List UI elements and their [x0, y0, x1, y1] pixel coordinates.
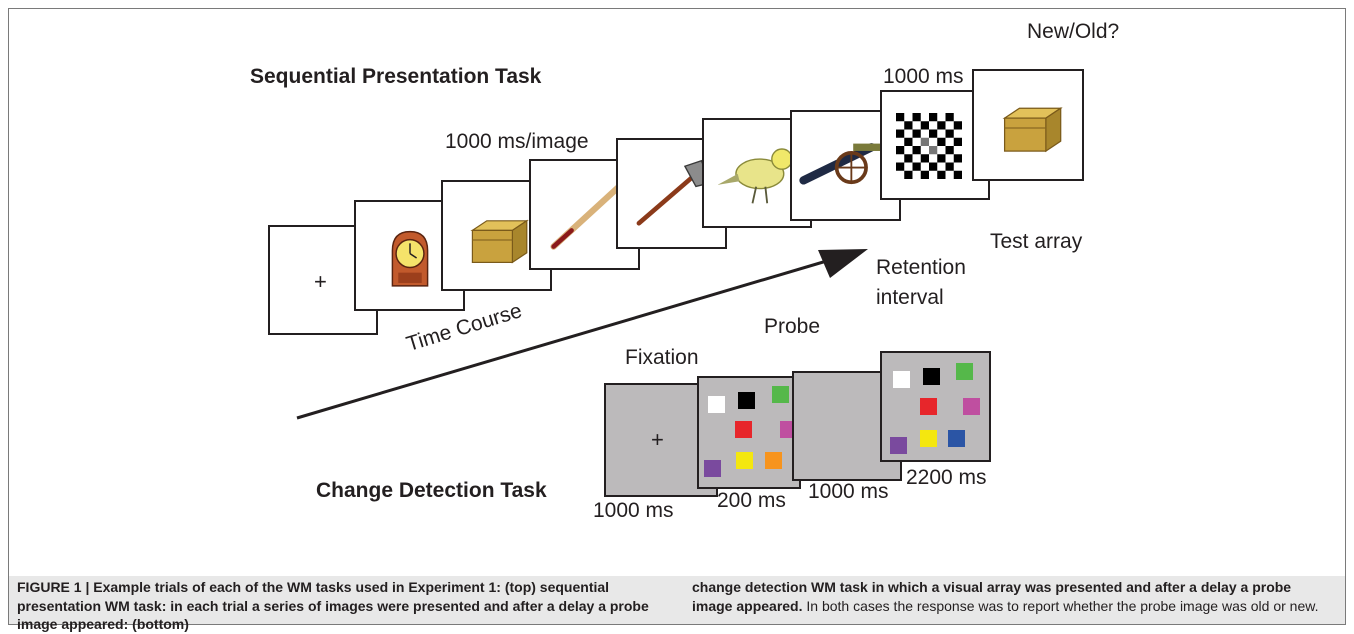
checker-cell — [945, 146, 954, 155]
image-rate-label: 1000 ms/image — [445, 130, 589, 153]
checker-cell — [953, 137, 962, 146]
checker-cell — [945, 113, 954, 122]
retention-duration-label: 1000 ms — [883, 65, 964, 88]
cannon-icon — [799, 143, 885, 185]
color-square-yellow — [920, 430, 937, 447]
figure-frame — [8, 8, 1346, 625]
sample-array-frame — [697, 376, 801, 489]
color-square-white — [708, 396, 725, 413]
fixation-label: Fixation — [625, 346, 699, 369]
checker-cell — [920, 170, 929, 179]
color-square-green — [772, 386, 789, 403]
checker-cell — [920, 121, 929, 130]
color-square-white — [893, 371, 910, 388]
test-array-label: Test array — [990, 230, 1083, 253]
duration-retention: 1000 ms — [808, 480, 889, 503]
checker-cell — [904, 154, 913, 163]
color-square-blue — [948, 430, 965, 447]
color-square-orange — [765, 452, 782, 469]
checker-cell — [896, 129, 905, 138]
checker-cell — [945, 129, 954, 138]
mask-frame — [880, 90, 990, 200]
duration-sample: 200 ms — [717, 489, 786, 512]
box-icon — [470, 219, 529, 264]
checker-cell — [929, 113, 938, 122]
checker-cell — [937, 137, 946, 146]
checker-cell — [904, 170, 913, 179]
probe-question-label: New/Old? — [1027, 20, 1120, 43]
color-square-purple — [704, 460, 721, 477]
checker-cell — [920, 154, 929, 163]
color-square-yellow — [736, 452, 753, 469]
probe-array-frame — [880, 351, 991, 462]
checker-cell — [929, 146, 938, 155]
duration-fixation: 1000 ms — [593, 499, 674, 522]
checker-cell — [953, 170, 962, 179]
checker-cell — [904, 137, 913, 146]
retention-interval-label: Retention interval — [876, 256, 966, 309]
sequential-task-title: Sequential Presentation Task — [250, 65, 542, 88]
color-square-magenta — [963, 398, 980, 415]
checker-cell — [912, 146, 921, 155]
checker-cell — [896, 162, 905, 171]
caption-column-1: FIGURE 1 | Example trials of each of the… — [17, 578, 657, 634]
checker-cell — [937, 154, 946, 163]
checker-cell — [904, 121, 913, 130]
probe-label: Probe — [764, 315, 821, 338]
test-frame — [972, 69, 1084, 181]
checker-cell — [929, 129, 938, 138]
caption-column-2: change detection WM task in which a visu… — [692, 578, 1332, 615]
checker-cell — [912, 129, 921, 138]
checker-cell — [953, 154, 962, 163]
clock-icon — [391, 230, 429, 287]
caption-text: In both cases the response was to report… — [802, 597, 1319, 614]
checker-cell — [896, 113, 905, 122]
color-square-purple — [890, 437, 907, 454]
checker-cell — [937, 121, 946, 130]
color-square-red — [920, 398, 937, 415]
color-square-black — [923, 368, 940, 385]
caption-bold-text: change detection WM task in which a visu… — [692, 579, 1292, 614]
baseball-bat-icon — [550, 184, 622, 250]
fixation-cross: + — [314, 269, 327, 294]
duration-probe: 2200 ms — [906, 466, 987, 489]
checker-cell — [929, 162, 938, 171]
color-square-red — [735, 421, 752, 438]
checker-cell — [920, 137, 929, 146]
checker-cell — [953, 121, 962, 130]
change-detection-title: Change Detection Task — [316, 479, 547, 502]
checker-cell — [937, 170, 946, 179]
checkerboard-mask-icon — [896, 113, 962, 179]
cd-fixation-cross: + — [651, 427, 664, 452]
checker-cell — [896, 146, 905, 155]
checker-cell — [945, 162, 954, 171]
checker-cell — [912, 162, 921, 171]
bird-icon — [717, 148, 800, 204]
box-icon — [1002, 107, 1063, 153]
color-square-black — [738, 392, 755, 409]
checker-cell — [912, 113, 921, 122]
caption-bold-text: FIGURE 1 | Example trials of each of the… — [17, 579, 649, 632]
color-square-green — [956, 363, 973, 380]
caption-background — [9, 576, 1345, 624]
